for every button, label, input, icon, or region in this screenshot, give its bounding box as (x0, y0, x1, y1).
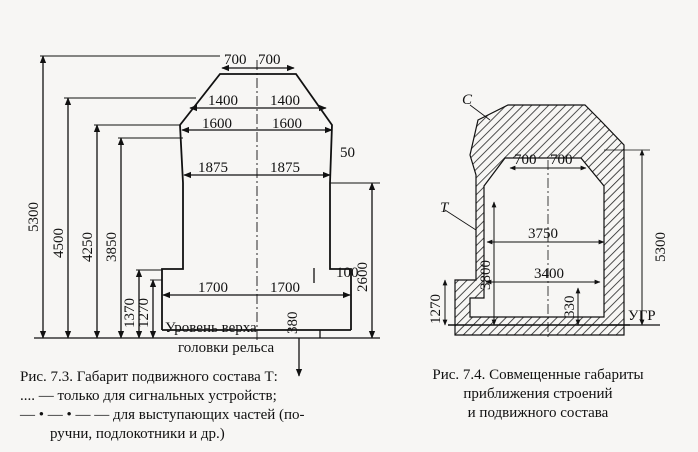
dim-1875-right: 1875 (270, 160, 300, 176)
rail-level-label-2: головки рельса (178, 340, 275, 356)
dim74-3400: 3400 (534, 266, 564, 282)
dim-1600-right: 1600 (272, 116, 302, 132)
dim-1400-left: 1400 (208, 93, 238, 109)
gauge-7-3-dimension-labels: 700 700 1400 1400 1600 1600 1875 1875 50… (26, 52, 371, 356)
caption-7-3-line-1: Рис. 7.3. Габарит подвижного состава Т: (20, 369, 278, 385)
dim-1700-right: 1700 (270, 280, 300, 296)
dim-380: 380 (285, 312, 301, 335)
gauge-7-3-drawing (34, 55, 380, 377)
dim74-1270: 1270 (428, 294, 444, 324)
dim-700-left: 700 (224, 52, 247, 68)
dim-1370: 1370 (122, 298, 138, 328)
gauge-7-4-labels: С Т 700 700 3750 3400 5300 3800 1270 330… (428, 92, 669, 324)
figure-7-3-caption: Рис. 7.3. Габарит подвижного состава Т: … (20, 368, 380, 444)
dim74-3800: 3800 (478, 260, 494, 290)
caption-7-4-line-1: Рис. 7.4. Совмещенные габариты (432, 367, 644, 383)
dim-700-right: 700 (258, 52, 281, 68)
label-c: С (462, 92, 473, 108)
dim-1875-left: 1875 (198, 160, 228, 176)
dim-1270: 1270 (136, 298, 152, 328)
dim74-700-right: 700 (550, 152, 573, 168)
label-t: Т (440, 200, 450, 216)
dim-1400-right: 1400 (270, 93, 300, 109)
caption-7-3-line-3: — • — • — — для выступающих частей (по- (20, 407, 305, 423)
caption-7-3-line-4: ручни, подлокотники и др.) (50, 426, 225, 442)
caption-7-4-line-2: приближения строений (463, 386, 613, 402)
dim74-700-left: 700 (514, 152, 537, 168)
dim-2600: 2600 (355, 262, 371, 292)
dim-1600-left: 1600 (202, 116, 232, 132)
dim-4250: 4250 (80, 232, 96, 262)
dim74-5300: 5300 (653, 232, 669, 262)
gauge-7-4-drawing (442, 104, 660, 340)
dim-50: 50 (340, 145, 355, 161)
rail-level-label-1: Уровень верха (165, 320, 257, 336)
dim-4500: 4500 (51, 228, 67, 258)
structure-gauge-hatched-wall (454, 104, 625, 336)
dim-1700-left: 1700 (198, 280, 228, 296)
caption-7-4-line-3: и подвижного состава (467, 405, 609, 421)
dim-100: 100 (336, 265, 359, 281)
level-label-ugr: УГР (628, 308, 656, 324)
dim-5300: 5300 (26, 202, 42, 232)
dim74-330: 330 (562, 296, 578, 319)
caption-7-3-line-2: .... — только для сигнальных устройств; (20, 388, 277, 404)
dim74-3750: 3750 (528, 226, 558, 242)
gauge-outline (161, 73, 352, 330)
dim-3850: 3850 (104, 232, 120, 262)
figure-7-4-caption: Рис. 7.4. Совмещенные габариты приближен… (388, 366, 688, 423)
